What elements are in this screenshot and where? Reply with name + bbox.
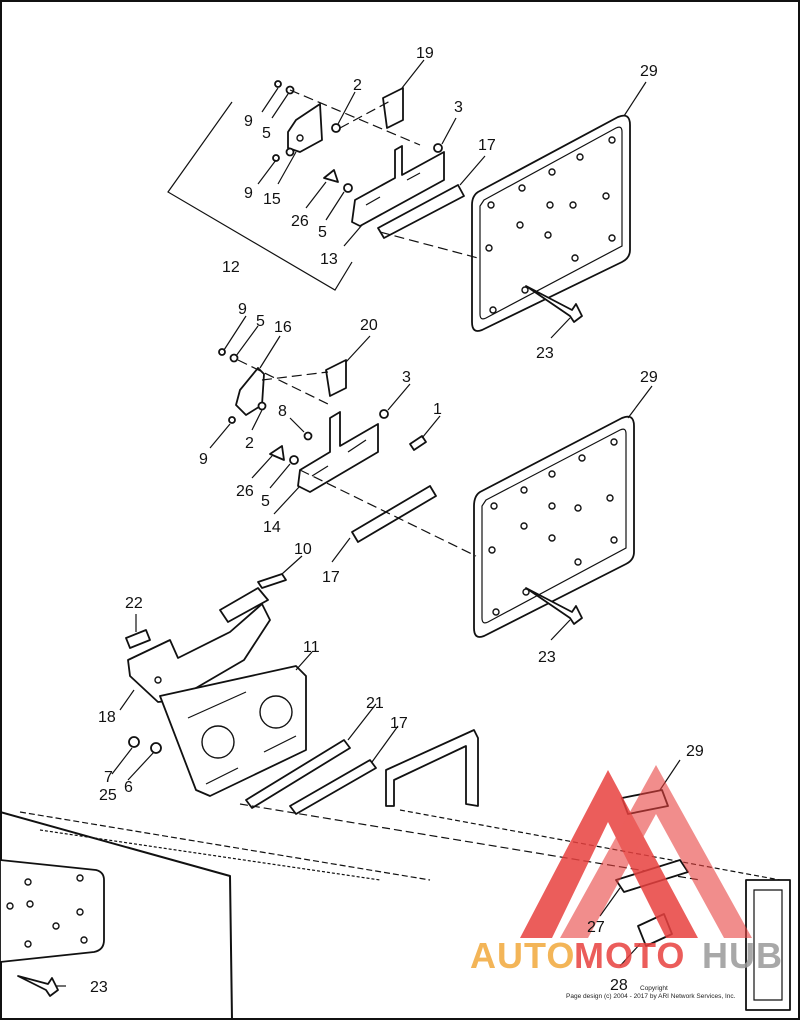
callout-26-mid: 26 <box>236 483 254 500</box>
callout-23-low: 23 <box>90 979 108 996</box>
callout-11: 11 <box>303 639 320 656</box>
callout-22: 22 <box>125 595 143 612</box>
license-plate-middle <box>473 415 635 638</box>
callout-6: 6 <box>124 779 133 796</box>
callout-7: 7 <box>104 769 113 786</box>
callout-23-top: 23 <box>536 345 554 362</box>
callout-5-top-b: 5 <box>318 224 327 241</box>
callout-14: 14 <box>263 519 281 536</box>
callout-13: 13 <box>320 251 338 268</box>
callout-26-top: 26 <box>291 213 309 230</box>
watermark-auto: AUTO <box>470 935 575 976</box>
callout-9-top-a: 9 <box>244 113 253 130</box>
watermark-triangle-outer <box>520 770 698 938</box>
callout-18: 18 <box>98 709 116 726</box>
callout-5-top-a: 5 <box>262 125 271 142</box>
callout-2-top: 2 <box>353 77 362 94</box>
callout-17-top: 17 <box>478 137 496 154</box>
watermark-hub: HUB <box>702 935 783 976</box>
callout-12: 12 <box>222 259 240 276</box>
callout-28: 28 <box>610 977 628 994</box>
callout-19: 19 <box>416 45 434 62</box>
watermark-triangle-inner <box>560 765 752 938</box>
assembly-lower <box>111 555 681 815</box>
assembly-top <box>167 59 647 339</box>
callout-29-mid: 29 <box>640 369 658 386</box>
callout-17-low: 17 <box>390 715 408 732</box>
callout-15: 15 <box>263 191 281 208</box>
copyright-line-2: Page design (c) 2004 - 2017 by ARI Netwo… <box>566 993 736 1000</box>
callout-5-mid-a: 5 <box>256 313 265 330</box>
license-plate-top <box>471 114 631 332</box>
callout-9-mid-b: 9 <box>199 451 208 468</box>
callout-21: 21 <box>366 695 384 712</box>
callout-20: 20 <box>360 317 378 334</box>
assembly-middle <box>209 315 653 641</box>
callout-9-mid-a: 9 <box>238 301 247 318</box>
callout-23-mid: 23 <box>538 649 556 666</box>
callout-3-top: 3 <box>454 99 463 116</box>
callout-5-mid-b: 5 <box>261 493 270 510</box>
callout-29-low: 29 <box>686 743 704 760</box>
automotohub-watermark: AUTO MOTO HUB <box>470 765 783 976</box>
callout-1: 1 <box>433 401 442 418</box>
callout-labels: 19 2 3 9 5 9 15 26 5 17 29 12 13 23 9 5 … <box>90 45 704 996</box>
callout-27: 27 <box>587 919 605 936</box>
copyright-line-1: Copyright <box>640 985 668 992</box>
callout-16: 16 <box>274 319 292 336</box>
callout-2-mid: 2 <box>245 435 254 452</box>
callout-17-mid: 17 <box>322 569 340 586</box>
callout-29-top: 29 <box>640 63 658 80</box>
callout-3-mid: 3 <box>402 369 411 386</box>
callout-25: 25 <box>99 787 117 804</box>
callout-10: 10 <box>294 541 312 558</box>
callout-9-top-b: 9 <box>244 185 253 202</box>
callout-8: 8 <box>278 403 287 420</box>
watermark-moto: MOTO <box>574 935 685 976</box>
